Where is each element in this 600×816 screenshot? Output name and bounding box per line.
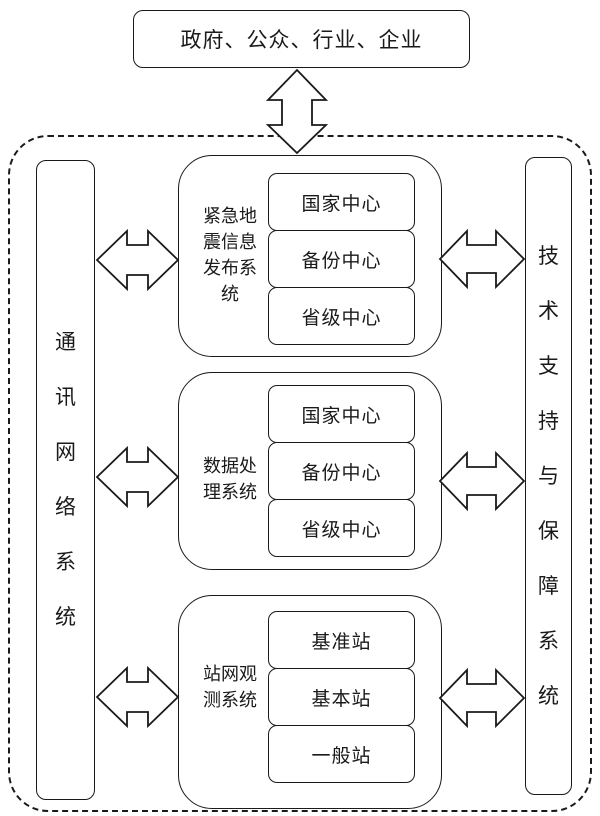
- column-char: 持: [538, 408, 559, 433]
- item-label: 省级中心: [301, 306, 382, 329]
- label-line: 发布系: [203, 258, 257, 279]
- right-double-arrow-icon: [438, 667, 526, 729]
- item-label: 基本站: [311, 687, 372, 710]
- left-double-arrow-icon: [95, 445, 180, 509]
- national-center-box: 国家中心: [268, 173, 415, 231]
- item-label: 一般站: [311, 744, 372, 767]
- column-char: 与: [538, 463, 559, 488]
- basic-station-box: 基本站: [268, 668, 415, 726]
- label-line: 震信息: [203, 232, 257, 253]
- item-label: 备份中心: [301, 249, 382, 272]
- item-label: 国家中心: [301, 404, 382, 427]
- column-char: 系: [55, 550, 76, 574]
- column-char: 统: [538, 683, 559, 708]
- column-char: 支: [538, 353, 559, 378]
- eew-release-system-label: 紧急地 震信息 发布系 统: [192, 204, 268, 308]
- item-label: 备份中心: [301, 461, 382, 484]
- stakeholders-label: 政府、公众、行业、企业: [180, 28, 423, 52]
- column-char: 通: [55, 330, 76, 354]
- technical-support-system: 技 术 支 持 与 保 障 系 统: [525, 157, 572, 795]
- item-label: 基准站: [311, 630, 372, 653]
- left-double-arrow-icon: [95, 228, 180, 292]
- label-line: 站网观: [203, 664, 257, 685]
- label-line: 数据处: [203, 456, 257, 477]
- column-char: 统: [55, 605, 76, 629]
- stakeholders-box: 政府、公众、行业、企业: [133, 10, 470, 68]
- column-char: 术: [538, 298, 559, 323]
- right-double-arrow-icon: [438, 228, 526, 290]
- vertical-double-arrow-icon: [265, 68, 329, 155]
- provincial-center-box: 省级中心: [268, 287, 415, 345]
- provincial-center-box: 省级中心: [268, 499, 415, 557]
- general-station-box: 一般站: [268, 725, 415, 783]
- column-char: 障: [538, 573, 559, 598]
- data-processing-system-label: 数据处 理系统: [192, 454, 268, 506]
- item-label: 国家中心: [301, 192, 382, 215]
- column-char: 技: [538, 243, 559, 268]
- column-char: 网: [55, 440, 76, 464]
- column-char: 络: [55, 495, 76, 519]
- station-network-observation-system-label: 站网观 测系统: [192, 662, 268, 714]
- label-line: 测系统: [203, 690, 257, 711]
- column-char: 讯: [55, 385, 76, 409]
- communication-network-system: 通 讯 网 络 系 统: [36, 160, 95, 800]
- label-line: 统: [221, 284, 239, 305]
- national-center-box: 国家中心: [268, 385, 415, 443]
- column-char: 系: [538, 628, 559, 653]
- backup-center-box: 备份中心: [268, 230, 415, 288]
- label-line: 理系统: [203, 482, 257, 503]
- item-label: 省级中心: [301, 518, 382, 541]
- right-double-arrow-icon: [438, 450, 526, 512]
- column-char: 保: [538, 518, 559, 543]
- left-double-arrow-icon: [95, 665, 180, 729]
- label-line: 紧急地: [203, 206, 257, 227]
